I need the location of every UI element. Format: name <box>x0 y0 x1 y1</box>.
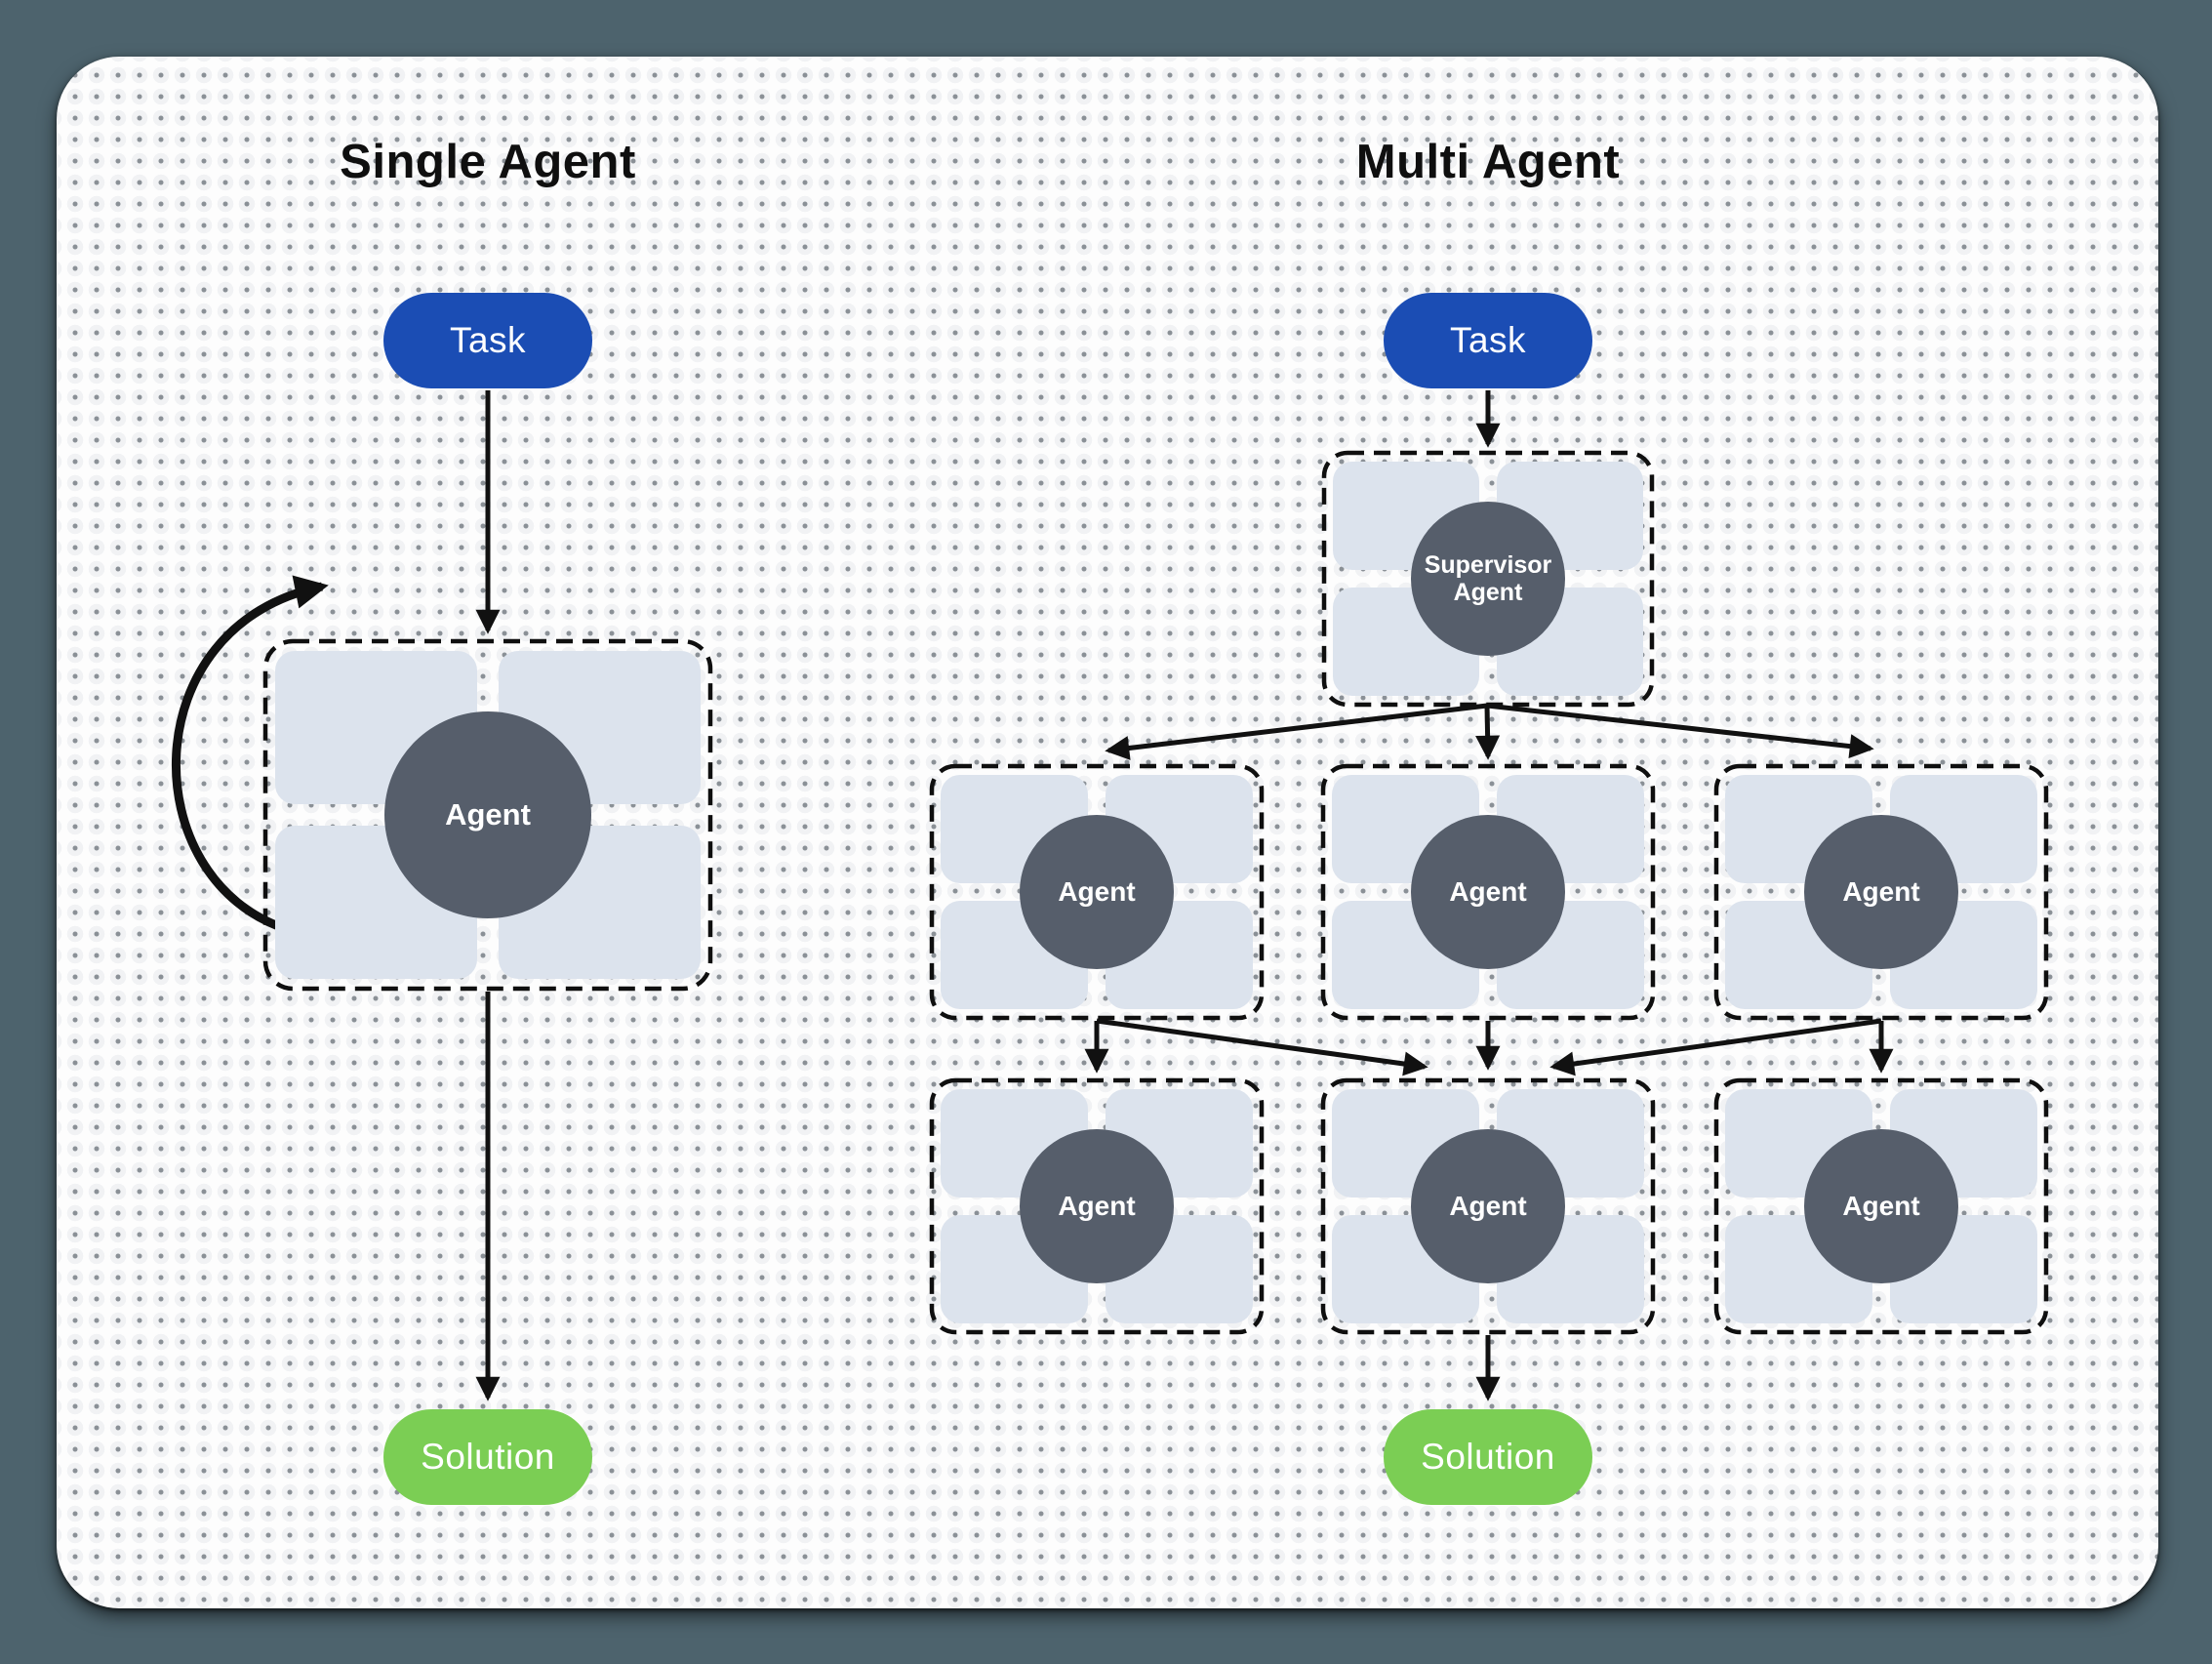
worker-agent-circle-6: Agent <box>1804 1129 1958 1283</box>
multi-solution-pill: Solution <box>1384 1409 1592 1505</box>
worker-agent-box-4: Agent <box>932 1080 1262 1332</box>
single-agent-title: Single Agent <box>340 136 636 188</box>
worker-agent-box-2: Agent <box>1323 766 1653 1018</box>
multi-solution-label: Solution <box>1421 1437 1555 1477</box>
single-agent-circle: Agent <box>384 711 591 918</box>
single-task-pill: Task <box>383 293 592 388</box>
multi-agent-title: Multi Agent <box>1355 136 1621 188</box>
single-agent-box: Agent <box>265 641 710 989</box>
worker-agent-label: Agent <box>1058 1191 1136 1221</box>
worker-agent-label: Agent <box>1058 876 1136 907</box>
supervisor-agent-circle: Supervisor Agent <box>1411 502 1565 656</box>
worker-agent-box-6: Agent <box>1716 1080 2046 1332</box>
worker-agent-label: Agent <box>1842 1191 1920 1221</box>
single-solution-label: Solution <box>421 1437 555 1477</box>
worker-agent-circle-1: Agent <box>1020 815 1174 969</box>
worker-agent-label: Agent <box>1449 1191 1527 1221</box>
worker-agent-box-1: Agent <box>932 766 1262 1018</box>
multi-task-label: Task <box>1449 320 1527 360</box>
supervisor-agent-label: Supervisor Agent <box>1424 551 1552 606</box>
single-task-label: Task <box>449 320 527 360</box>
worker-agent-circle-4: Agent <box>1020 1129 1174 1283</box>
worker-agent-box-5: Agent <box>1323 1080 1653 1332</box>
worker-agent-circle-2: Agent <box>1411 815 1565 969</box>
multi-task-pill: Task <box>1384 293 1592 388</box>
worker-agent-box-3: Agent <box>1716 766 2046 1018</box>
supervisor-agent-box: Supervisor Agent <box>1324 453 1652 705</box>
single-solution-pill: Solution <box>383 1409 592 1505</box>
worker-agent-circle-5: Agent <box>1411 1129 1565 1283</box>
worker-agent-circle-3: Agent <box>1804 815 1958 969</box>
worker-agent-label: Agent <box>1449 876 1527 907</box>
single-agent-label: Agent <box>445 797 531 832</box>
worker-agent-label: Agent <box>1842 876 1920 907</box>
